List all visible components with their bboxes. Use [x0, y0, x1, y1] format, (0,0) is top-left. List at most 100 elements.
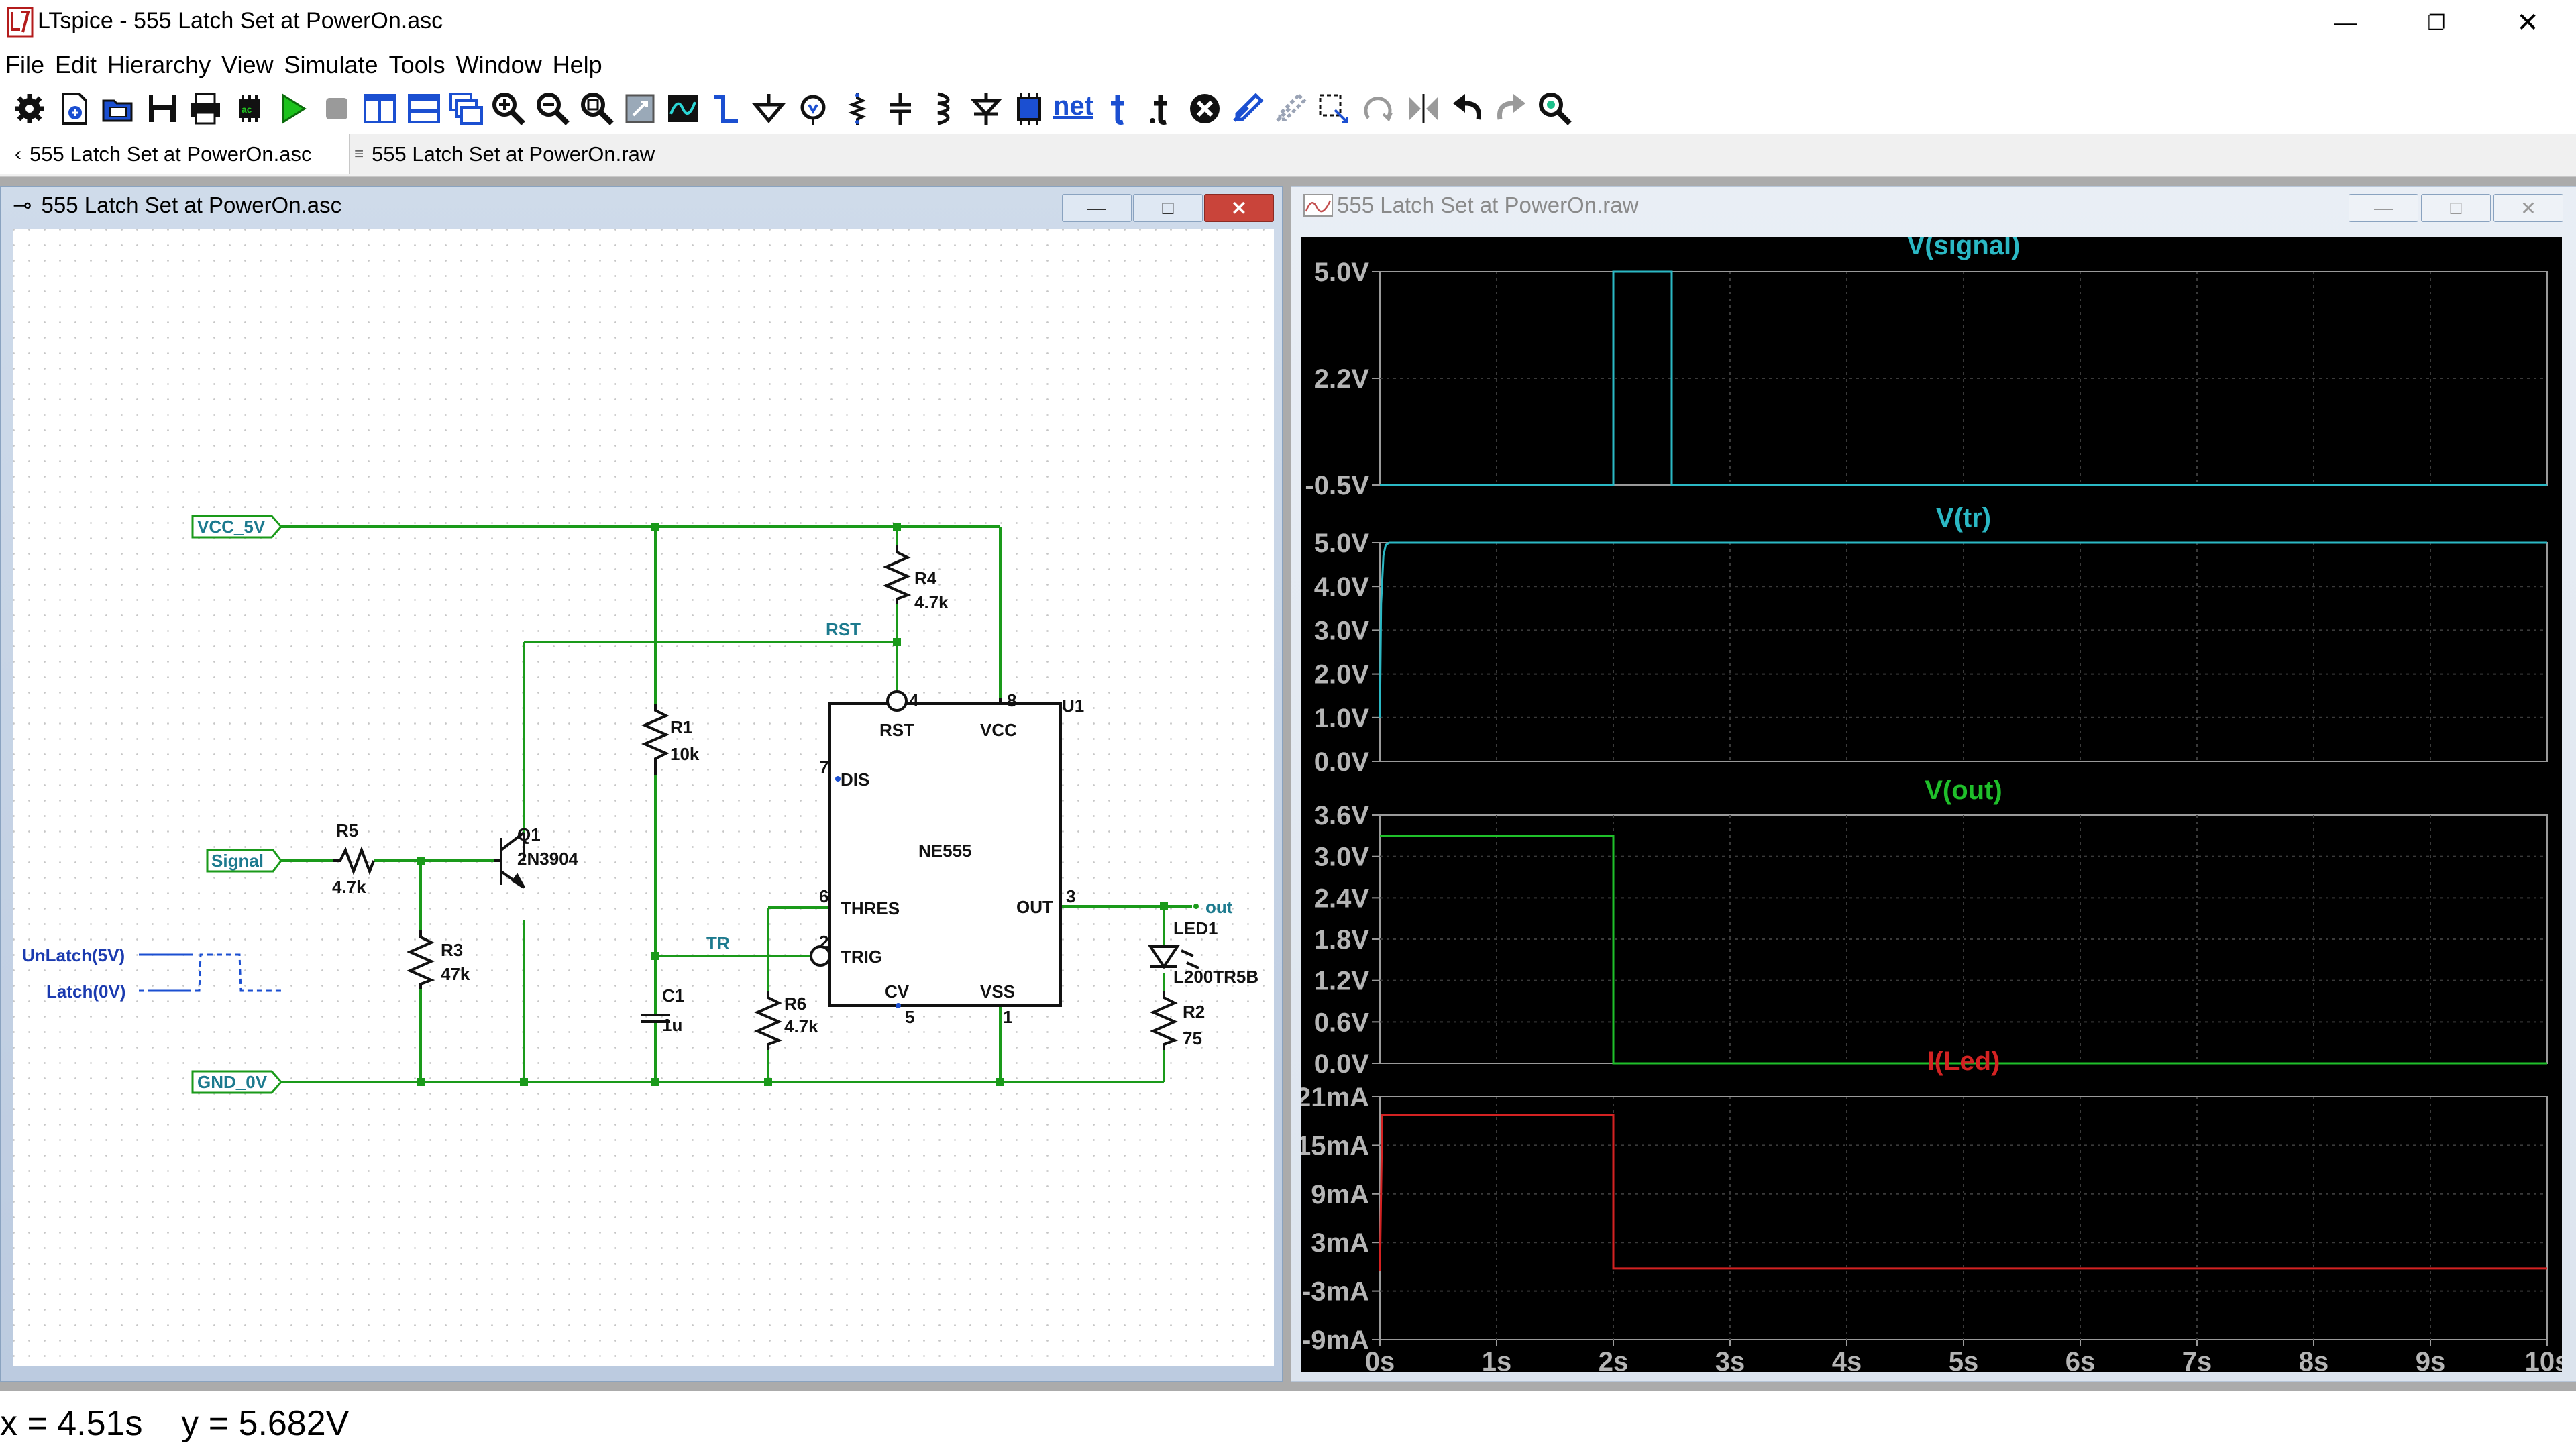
print-icon[interactable]	[186, 90, 224, 127]
tab-waveform-label: 555 Latch Set at PowerOn.raw	[372, 142, 655, 166]
y-tick-label: 5.0V	[1314, 258, 1370, 287]
x-tick-label: 7s	[2182, 1347, 2212, 1372]
menu-hierarchy[interactable]: Hierarchy	[107, 51, 211, 78]
minimize-button[interactable]: —	[2300, 0, 2391, 46]
component-box-icon[interactable]	[1010, 90, 1048, 127]
r1-value: 10k	[670, 744, 700, 764]
tile-vertical-icon[interactable]	[361, 90, 398, 127]
menu-simulate[interactable]: Simulate	[284, 51, 378, 78]
net-tr-label: TR	[706, 933, 730, 953]
move-icon[interactable]	[1272, 90, 1309, 127]
rotate-icon[interactable]	[1359, 90, 1397, 127]
menu-help[interactable]: Help	[552, 51, 602, 78]
waveform-plot-area[interactable]: 5.0V2.2V-0.5VV(signal)5.0V4.0V3.0V2.0V1.…	[1301, 237, 2562, 1372]
open-icon[interactable]	[99, 90, 137, 127]
capacitor-c1	[641, 1014, 670, 1023]
waveform-minimize-button[interactable]: —	[2349, 194, 2418, 222]
y-tick-label: 3mA	[1311, 1228, 1369, 1258]
duplicate-icon[interactable]	[1229, 90, 1267, 127]
y-tick-label: 2.0V	[1314, 660, 1370, 690]
menu-edit[interactable]: Edit	[55, 51, 97, 78]
redo-icon[interactable]	[1492, 90, 1529, 127]
maximize-icon: □	[2450, 197, 2462, 218]
x-tick-label: 0s	[1365, 1347, 1395, 1372]
q1-value: 2N3904	[517, 849, 579, 869]
r5-name: R5	[336, 820, 358, 841]
close-button[interactable]: ✕	[2482, 0, 2573, 46]
capacitor-icon[interactable]	[881, 90, 919, 127]
close-icon: ✕	[2516, 8, 2539, 38]
svg-text:ac: ac	[241, 104, 252, 115]
component-icon[interactable]: ac	[231, 90, 268, 127]
drag-icon[interactable]	[1315, 90, 1352, 127]
restore-button[interactable]: ❐	[2391, 0, 2482, 46]
led1-name: LED1	[1173, 918, 1218, 938]
r4-name: R4	[914, 568, 937, 588]
pin-rst-label: RST	[879, 720, 914, 740]
pin-4-number: 4	[909, 690, 919, 710]
pin-thres-label: THRES	[841, 898, 900, 918]
c1-value: 1u	[662, 1015, 682, 1035]
menu-file[interactable]: File	[5, 51, 45, 78]
halt-icon[interactable]	[318, 90, 356, 127]
schematic-minimize-button[interactable]: —	[1062, 194, 1132, 222]
waveform-close-button[interactable]: ✕	[2493, 194, 2563, 222]
schematic-canvas[interactable]: VCC_5V GND_0V Signal UnLatch(5V) Latch(0…	[13, 229, 1274, 1366]
menu-tools[interactable]: Tools	[388, 51, 445, 78]
pane-out-title: V(out)	[1925, 775, 2002, 805]
tile-horizontal-icon[interactable]	[405, 90, 443, 127]
resistor-icon[interactable]	[839, 90, 876, 127]
zoom-fit-icon[interactable]	[578, 90, 616, 127]
label-net-icon[interactable]	[794, 90, 832, 127]
x-tick-label: 9s	[2416, 1347, 2446, 1372]
latch-label: Latch(0V)	[46, 981, 125, 1002]
x-tick-label: 3s	[1715, 1347, 1746, 1372]
schematic-maximize-button[interactable]: □	[1133, 194, 1203, 222]
tab-waveform[interactable]: ≡ 555 Latch Set at PowerOn.raw	[354, 134, 690, 174]
cascade-icon[interactable]	[448, 90, 486, 127]
x-tick-label: 6s	[2065, 1347, 2096, 1372]
menu-window[interactable]: Window	[455, 51, 542, 78]
autorange-icon[interactable]	[621, 90, 659, 127]
net-out-label: out	[1205, 897, 1233, 917]
trace-tr	[1379, 541, 2547, 718]
mdi-area: ⊸ 555 Latch Set at PowerOn.asc — □ ✕	[0, 177, 2576, 1391]
tab-schematic[interactable]: ‹ 555 Latch Set at PowerOn.asc	[0, 134, 350, 174]
document-tabs: ‹ 555 Latch Set at PowerOn.asc ≡ 555 Lat…	[0, 134, 2576, 177]
r6-value: 4.7k	[784, 1016, 818, 1036]
delete-icon[interactable]	[1186, 90, 1224, 127]
zoom-in-icon[interactable]	[490, 90, 527, 127]
find-icon[interactable]	[1536, 90, 1574, 127]
text-icon[interactable]	[1099, 90, 1136, 127]
pin-8-number: 8	[1007, 690, 1016, 710]
net-label-icon[interactable]: net	[1053, 91, 1093, 121]
diode-icon[interactable]	[967, 90, 1005, 127]
close-icon: ✕	[1231, 197, 1247, 219]
run-icon[interactable]	[274, 90, 311, 127]
cursor-readout: x = 4.51s y = 5.682V	[0, 1404, 350, 1443]
led1-value: L200TR5B	[1173, 967, 1258, 987]
wire-icon[interactable]	[707, 90, 745, 127]
schematic-window: ⊸ 555 Latch Set at PowerOn.asc — □ ✕	[0, 186, 1283, 1382]
pin-3-number: 3	[1066, 886, 1075, 906]
save-icon[interactable]	[144, 90, 181, 127]
u1-name: U1	[1062, 696, 1084, 716]
spice-directive-icon[interactable]	[1142, 90, 1179, 127]
mirror-icon[interactable]	[1405, 90, 1442, 127]
pick-visible-traces-icon[interactable]	[664, 90, 702, 127]
inductor-icon[interactable]	[924, 90, 962, 127]
new-schematic-icon[interactable]	[55, 90, 93, 127]
y-tick-label: 2.4V	[1314, 883, 1370, 913]
waveform-maximize-button[interactable]: □	[2421, 194, 2491, 222]
control-panel-icon[interactable]	[11, 90, 48, 127]
undo-icon[interactable]	[1449, 90, 1487, 127]
title-bar: LTspice - 555 Latch Set at PowerOn.asc —…	[0, 0, 2576, 46]
ground-icon[interactable]	[750, 90, 788, 127]
pane-tr-title: V(tr)	[1936, 503, 1991, 533]
y-tick-label: -9mA	[1302, 1326, 1369, 1355]
waveform-icon: ≡	[354, 145, 364, 163]
pin-2-number: 2	[819, 932, 828, 952]
schematic-close-button[interactable]: ✕	[1204, 194, 1274, 222]
menu-view[interactable]: View	[221, 51, 274, 78]
zoom-out-icon[interactable]	[534, 90, 572, 127]
